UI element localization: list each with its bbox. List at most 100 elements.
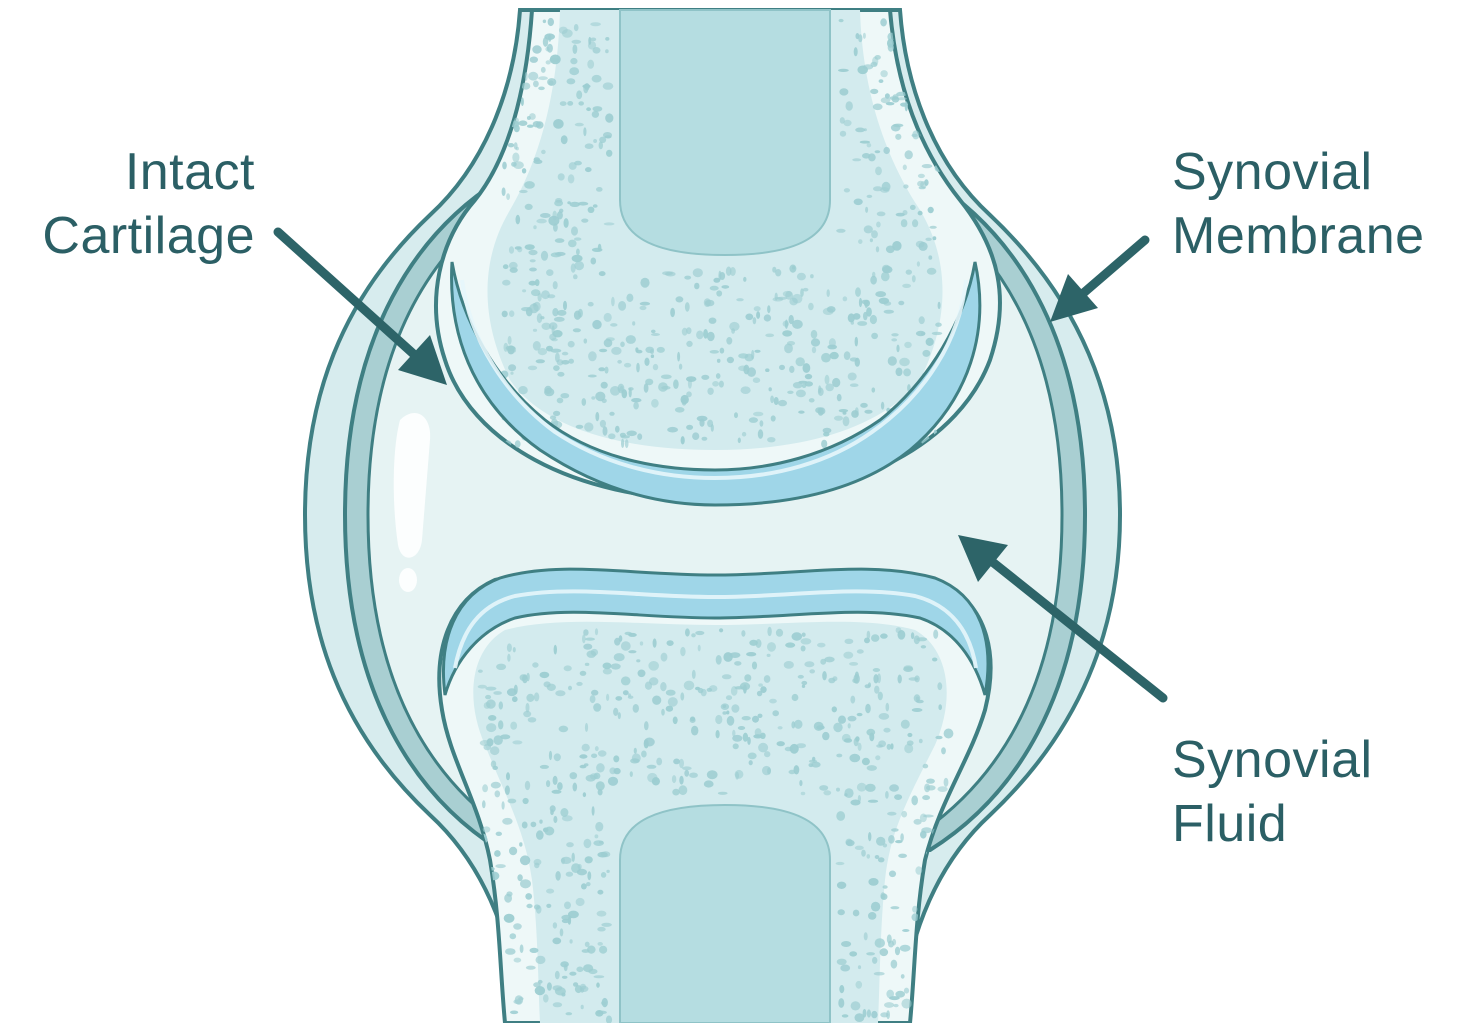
bone-pore bbox=[777, 297, 787, 300]
bone-pore bbox=[502, 280, 510, 286]
bone-pore bbox=[673, 379, 679, 389]
bone-pore bbox=[573, 783, 578, 792]
bone-pore bbox=[550, 349, 561, 353]
bone-pore bbox=[532, 45, 541, 53]
bone-pore bbox=[848, 716, 857, 722]
bone-pore bbox=[628, 696, 634, 699]
bone-pore bbox=[546, 904, 551, 908]
bone-pore bbox=[608, 777, 618, 786]
bone-pore bbox=[573, 44, 578, 54]
bone-pore bbox=[776, 629, 783, 637]
bone-pore bbox=[598, 942, 603, 946]
bone-pore bbox=[811, 330, 818, 339]
bone-pore bbox=[574, 161, 582, 166]
bone-pore bbox=[891, 828, 899, 831]
bone-pore bbox=[605, 135, 612, 138]
bone-pore bbox=[893, 124, 904, 128]
bone-pore bbox=[799, 780, 802, 786]
bone-pore bbox=[875, 291, 886, 297]
bone-pore bbox=[532, 662, 538, 667]
bone-pore bbox=[477, 914, 483, 921]
bone-pore bbox=[918, 992, 927, 1000]
bone-pore bbox=[528, 72, 538, 81]
bone-pore bbox=[515, 246, 522, 250]
bone-pore bbox=[599, 137, 606, 143]
bone-pore bbox=[568, 174, 575, 183]
bone-pore bbox=[710, 286, 719, 291]
bone-pore bbox=[844, 738, 852, 743]
bone-pore bbox=[901, 720, 910, 729]
bone-pore bbox=[789, 298, 797, 306]
bone-pore bbox=[822, 732, 829, 740]
bone-pore bbox=[762, 766, 771, 775]
bone-pore bbox=[536, 956, 546, 964]
label-intact-cartilage-line1: Intact bbox=[20, 140, 255, 204]
bone-pore bbox=[919, 739, 923, 744]
bone-pore bbox=[883, 147, 890, 154]
bone-pore bbox=[849, 662, 858, 666]
bone-pore bbox=[609, 767, 616, 774]
bone-pore bbox=[878, 692, 883, 701]
bone-pore bbox=[603, 82, 614, 89]
bone-pore bbox=[544, 33, 555, 40]
bone-pore bbox=[546, 780, 550, 787]
bone-pore bbox=[559, 209, 563, 213]
bone-pore bbox=[581, 1005, 584, 1010]
bone-pore bbox=[730, 652, 741, 658]
bone-pore bbox=[928, 42, 936, 51]
bone-pore bbox=[880, 633, 888, 638]
bone-pore bbox=[557, 310, 566, 316]
bone-pore bbox=[902, 284, 911, 288]
bone-pore bbox=[685, 302, 690, 312]
bone-pore bbox=[926, 921, 934, 931]
bone-pore bbox=[870, 89, 878, 94]
label-synovial-fluid-line2: Fluid bbox=[1172, 792, 1373, 856]
bone-pore bbox=[647, 765, 657, 769]
bone-pore bbox=[521, 307, 530, 311]
bone-pore bbox=[901, 974, 905, 979]
bone-pore bbox=[582, 634, 586, 643]
bone-pore bbox=[656, 758, 662, 766]
bone-pore bbox=[794, 765, 800, 774]
bone-pore bbox=[632, 321, 635, 325]
bone-pore bbox=[590, 22, 601, 26]
bone-pore bbox=[679, 759, 684, 768]
bone-pore bbox=[830, 352, 839, 359]
bone-pore bbox=[560, 961, 569, 967]
bone-pore bbox=[741, 386, 751, 394]
bone-pore bbox=[743, 277, 746, 282]
bone-pore bbox=[691, 633, 696, 637]
bone-pore bbox=[577, 869, 587, 876]
bone-pore bbox=[689, 773, 698, 778]
bone-pore bbox=[873, 674, 878, 683]
bone-pore bbox=[872, 957, 877, 964]
bone-pore bbox=[546, 889, 554, 894]
bone-pore bbox=[816, 725, 824, 730]
bone-pore bbox=[506, 193, 510, 200]
bone-pore bbox=[928, 255, 932, 259]
bone-pore bbox=[540, 213, 551, 218]
bone-pore bbox=[611, 663, 621, 669]
bone-pore bbox=[873, 186, 883, 191]
bone-pore bbox=[944, 778, 949, 787]
bone-pore bbox=[640, 302, 650, 306]
bone-pore bbox=[572, 40, 582, 44]
bone-pore bbox=[944, 729, 954, 739]
bone-pore bbox=[595, 834, 599, 838]
bone-pore bbox=[801, 792, 806, 795]
bone-pore bbox=[836, 788, 840, 792]
bone-pore bbox=[695, 631, 704, 635]
bone-pore bbox=[684, 681, 695, 691]
bone-pore bbox=[712, 381, 719, 387]
bone-pore bbox=[673, 759, 680, 765]
bone-pore bbox=[901, 219, 908, 227]
bone-pore bbox=[585, 856, 593, 863]
bone-pore bbox=[901, 999, 911, 1009]
bone-pore bbox=[801, 638, 812, 644]
bone-pore bbox=[570, 58, 577, 64]
bone-pore bbox=[592, 248, 603, 252]
bone-pore bbox=[584, 422, 593, 431]
bone-pore bbox=[879, 79, 884, 83]
bone-pore bbox=[666, 690, 676, 696]
bone-pore bbox=[899, 358, 910, 366]
